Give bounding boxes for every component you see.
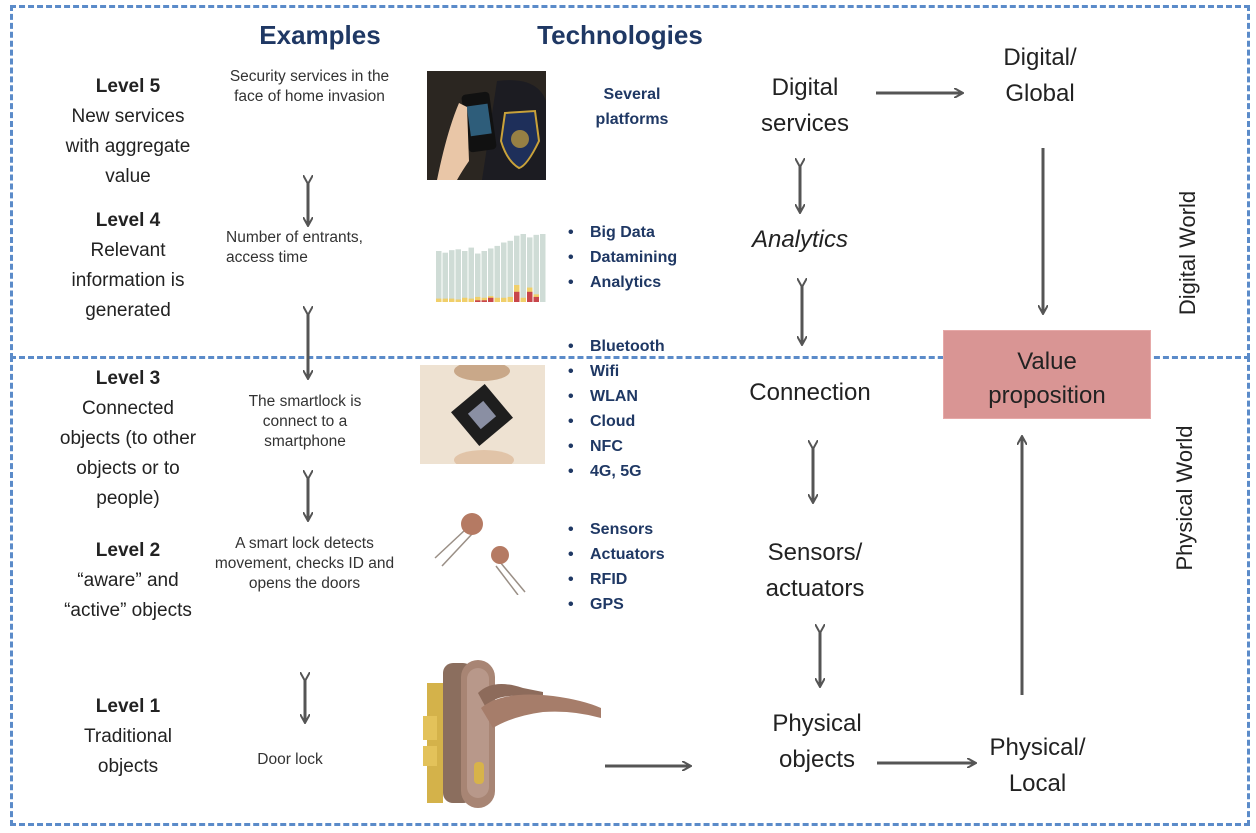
mini-bar-total bbox=[533, 234, 539, 302]
level-title: Level 5 bbox=[95, 76, 161, 97]
tech-item: RFID bbox=[568, 567, 665, 592]
mini-bar-red bbox=[527, 291, 533, 302]
mini-bar-total bbox=[436, 251, 442, 302]
tech-item: Big Data bbox=[568, 220, 677, 245]
door-lock-image bbox=[423, 638, 608, 808]
police-phone-image bbox=[427, 71, 546, 180]
mini-bar-total bbox=[442, 252, 448, 302]
example-level-1: Door lock bbox=[257, 751, 323, 768]
level-1: Level 1 Traditional objects bbox=[43, 692, 213, 782]
mini-bar-yellow bbox=[455, 299, 461, 302]
mini-bar-total bbox=[501, 242, 507, 302]
mini-bar-total bbox=[475, 253, 481, 302]
value-proposition-box: Value proposition bbox=[943, 330, 1151, 419]
tech-item: Sensors bbox=[568, 517, 665, 542]
door-lock-icon bbox=[423, 660, 601, 808]
mini-bar-yellow bbox=[442, 298, 448, 302]
mini-bar-total bbox=[449, 250, 455, 302]
mini-bar-red bbox=[533, 296, 539, 302]
examples-heading: Examples bbox=[259, 20, 381, 50]
mini-bar-chart bbox=[436, 234, 546, 302]
level-4: Level 4 Relevant information is generate… bbox=[43, 206, 213, 326]
level-title: Level 4 bbox=[95, 210, 161, 231]
mini-bar-red bbox=[475, 300, 481, 302]
scope-physical-local: Physical/ Local bbox=[989, 734, 1086, 797]
tech-level-2: Sensors Actuators RFID GPS bbox=[568, 517, 665, 617]
stage-physical-objects: Physical objects bbox=[772, 710, 862, 773]
level-desc: Relevant information is generated bbox=[71, 240, 185, 321]
mini-bar-total bbox=[514, 235, 520, 302]
tech-item: GPS bbox=[568, 592, 665, 617]
tech-level-5: Several platforms bbox=[592, 82, 672, 132]
mini-bar-yellow bbox=[475, 296, 481, 302]
tech-item: Bluetooth bbox=[568, 334, 665, 359]
level-desc: New services with aggregate value bbox=[65, 106, 191, 187]
example-level-5: Security services in the face of home in… bbox=[229, 68, 390, 105]
sensor-image bbox=[430, 500, 540, 595]
stage-digital-services: Digital services bbox=[760, 74, 850, 137]
mini-bar-total bbox=[462, 251, 468, 302]
level-5: Level 5 New services with aggregate valu… bbox=[43, 72, 213, 192]
tech-item: NFC bbox=[568, 434, 665, 459]
mini-bar-yellow bbox=[520, 297, 526, 302]
level-desc: Traditional objects bbox=[83, 726, 172, 777]
example-level-3: The smartlock is connect to a smartphone bbox=[248, 393, 362, 450]
police-phone-icon bbox=[427, 71, 546, 180]
mini-bar-total bbox=[455, 249, 461, 302]
mini-bar-yellow bbox=[462, 297, 468, 302]
photoresistor-icon bbox=[434, 513, 526, 595]
mini-bar-total bbox=[494, 245, 500, 302]
mini-bar-yellow bbox=[507, 296, 513, 302]
level-2: Level 2 “aware” and “active” objects bbox=[43, 536, 213, 626]
mini-bar-total bbox=[507, 240, 513, 302]
mini-bar-yellow bbox=[494, 297, 500, 302]
example-level-4: Number of entrants, access time bbox=[226, 229, 363, 266]
tech-level-3: Bluetooth Wifi WLAN Cloud NFC 4G, 5G bbox=[568, 334, 665, 484]
mini-bar-total bbox=[488, 248, 494, 302]
bar-chart-thumbnail bbox=[426, 220, 551, 315]
mini-bar-total bbox=[481, 251, 487, 302]
mini-bar-total bbox=[527, 237, 533, 302]
tech-item: Datamining bbox=[568, 245, 677, 270]
chip-icon bbox=[420, 365, 545, 464]
stage-sensors-actuators: Sensors/ actuators bbox=[765, 539, 865, 602]
mini-bar-yellow bbox=[436, 298, 442, 302]
mini-bar-yellow bbox=[481, 297, 487, 302]
tech-item: Cloud bbox=[568, 409, 665, 434]
mini-bar-red bbox=[481, 300, 487, 302]
level-title: Level 2 bbox=[95, 540, 161, 561]
tech-item: Analytics bbox=[568, 270, 677, 295]
level-desc: “aware” and “active” objects bbox=[64, 570, 192, 621]
technologies-heading: Technologies bbox=[537, 20, 703, 50]
chip-image bbox=[420, 365, 545, 464]
tech-item: Actuators bbox=[568, 542, 665, 567]
level-title: Level 1 bbox=[95, 696, 161, 717]
mini-bar-yellow bbox=[501, 297, 507, 302]
example-level-2: A smart lock detects movement, checks ID… bbox=[214, 535, 395, 592]
physical-world-frame bbox=[10, 356, 1250, 826]
mini-bar-total bbox=[468, 247, 474, 302]
tech-item: WLAN bbox=[568, 384, 665, 409]
mini-bar-total bbox=[540, 234, 546, 302]
level-3: Level 3 Connected objects (to other obje… bbox=[43, 364, 213, 514]
mini-bar-yellow bbox=[468, 298, 474, 302]
mini-bar-red bbox=[488, 297, 494, 302]
tech-item: 4G, 5G bbox=[568, 459, 665, 484]
tech-item: Wifi bbox=[568, 359, 665, 384]
mini-bar-total bbox=[520, 234, 526, 302]
level-desc: Connected objects (to other objects or t… bbox=[59, 398, 197, 509]
stage-analytics: Analytics bbox=[751, 226, 849, 253]
scope-digital-global: Digital/ Global bbox=[1003, 44, 1077, 107]
tech-several-platforms: Several platforms bbox=[595, 86, 669, 128]
stage-connection: Connection bbox=[749, 379, 871, 406]
digital-world-frame bbox=[10, 5, 1250, 359]
mini-bar-yellow bbox=[449, 298, 455, 302]
tech-level-4: Big Data Datamining Analytics bbox=[568, 220, 677, 295]
mini-bar-red bbox=[514, 291, 520, 302]
level-title: Level 3 bbox=[95, 368, 161, 389]
